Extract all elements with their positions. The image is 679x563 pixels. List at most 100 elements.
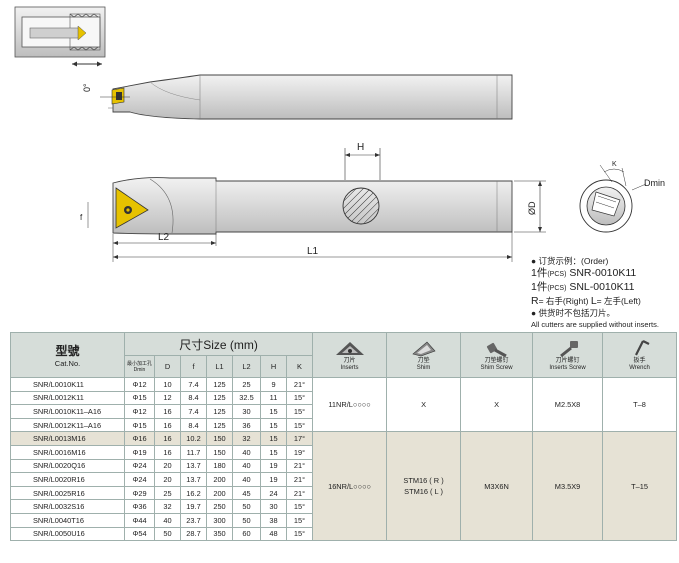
cell-shim-screw: M3X6N — [460, 431, 534, 542]
cell-l1: 125 — [206, 390, 233, 406]
cell-l1: 200 — [206, 485, 233, 501]
order-notes: ● 订货示例：(Order) 1件(PCS) SNR-0010K11 1件(PC… — [531, 255, 679, 331]
shim-right: STM16 ( R ) — [403, 476, 444, 486]
cell-h: 19 — [260, 472, 287, 487]
cell-dmin: Φ12 — [124, 377, 155, 392]
cell-l2: 32 — [232, 431, 261, 446]
cell-k: 17° — [285, 431, 314, 446]
cell-d: 40 — [154, 512, 181, 528]
boring-bar-front-view — [112, 177, 513, 235]
cell-l2: 40 — [232, 472, 261, 487]
diameter-label: ØD — [527, 201, 537, 215]
cell-d: 16 — [154, 444, 181, 460]
cell-h: 15 — [260, 417, 287, 433]
l2-label: L2 — [158, 232, 170, 243]
cell-dmin: Φ16 — [124, 431, 155, 446]
model-header: 型號 Cat.No. — [10, 332, 125, 378]
h-dimension — [344, 148, 381, 180]
cell-h: 15 — [260, 444, 287, 460]
cell-k: 21° — [285, 377, 314, 392]
cell-cat: SNR/L0010K11–A16 — [10, 404, 125, 419]
cell-k: 15° — [285, 404, 314, 419]
cell-cat: SNR/L0040T16 — [10, 512, 125, 528]
cell-k: 15° — [285, 499, 314, 514]
feed-direction-arrow-icon — [72, 61, 102, 67]
cell-k: 15° — [285, 526, 314, 542]
cell-f: 11.7 — [180, 444, 207, 460]
cell-shim: X — [386, 376, 462, 433]
size-header: 尺寸Size (mm) — [123, 332, 314, 356]
cell-f: 7.4 — [180, 377, 207, 392]
cell-l2: 40 — [232, 458, 261, 474]
dmin-label: Dmin — [644, 178, 665, 188]
col-k: K — [285, 355, 314, 378]
cell-d: 25 — [154, 485, 181, 501]
boring-bar-side-view — [100, 74, 513, 120]
cell-k: 21° — [285, 458, 314, 474]
cell-d: 16 — [154, 417, 181, 433]
cell-h: 48 — [260, 526, 287, 542]
cell-d: 16 — [154, 431, 181, 446]
f-label: f — [80, 213, 83, 222]
cell-d: 20 — [154, 472, 181, 487]
cell-l2: 50 — [232, 499, 261, 514]
col-l1: L1 — [206, 355, 233, 378]
shim-screw-header: 刀垫螺钉 Shim Screw — [460, 332, 534, 378]
dmin-header: 最小加工孔 Dmin — [124, 355, 155, 378]
cell-l2: 25 — [232, 377, 261, 392]
cell-insert: 11NR/L○○○○ — [312, 376, 388, 433]
col-d: D — [154, 355, 181, 378]
cell-insert-screw: M3.5X9 — [532, 431, 604, 542]
cell-l1: 180 — [206, 458, 233, 474]
cell-cat: SNR/L0050U16 — [10, 526, 125, 542]
wrench-header: 扳手 Wrench — [602, 332, 678, 378]
cell-h: 24 — [260, 485, 287, 501]
cell-cat: SNR/L0010K11 — [10, 377, 125, 392]
cell-k: 15° — [285, 417, 314, 433]
cell-k: 21° — [285, 472, 314, 487]
cell-f: 7.4 — [180, 404, 207, 419]
shim-icon — [411, 341, 436, 357]
cell-k: 19° — [285, 444, 314, 460]
note-en: All cutters are supplied without inserts… — [531, 320, 659, 329]
cell-insert: 16NR/L○○○○ — [312, 431, 388, 542]
cell-l1: 125 — [206, 417, 233, 433]
cell-cat: SNR/L0013M16 — [10, 431, 125, 446]
cell-dmin: Φ54 — [124, 526, 155, 542]
cell-dmin: Φ19 — [124, 444, 155, 460]
order-line-2: 1件(PCS) SNL-0010K11 — [531, 281, 635, 293]
wrench-icon — [634, 340, 650, 356]
cell-f: 23.7 — [180, 512, 207, 528]
cell-d: 32 — [154, 499, 181, 514]
cell-dmin: Φ44 — [124, 512, 155, 528]
diameter-dimension — [514, 180, 546, 233]
h-label: H — [357, 142, 364, 153]
cell-cat: SNR/L0032S16 — [10, 499, 125, 514]
cell-shim: STM16 ( R )STM16 ( L ) — [386, 431, 462, 542]
cell-l1: 150 — [206, 431, 233, 446]
insert-icon — [335, 342, 364, 355]
insert-header: 刀片 Inserts — [312, 332, 388, 378]
cell-l1: 250 — [206, 499, 233, 514]
cell-h: 11 — [260, 390, 287, 406]
cell-l2: 50 — [232, 512, 261, 528]
cell-h: 15 — [260, 431, 287, 446]
cell-d: 12 — [154, 390, 181, 406]
cell-f: 13.7 — [180, 472, 207, 487]
angle-label: 0° — [82, 83, 92, 92]
cell-f: 10.2 — [180, 431, 207, 446]
cell-wrench: T–8 — [602, 376, 678, 433]
cell-cat: SNR/L0016M16 — [10, 444, 125, 460]
cell-dmin: Φ29 — [124, 485, 155, 501]
dmin-detail-view — [579, 164, 647, 233]
cell-l2: 60 — [232, 526, 261, 542]
hand-legend: R= 右手(Right) L= 左手(Left) — [531, 295, 641, 307]
cell-f: 28.7 — [180, 526, 207, 542]
cell-dmin: Φ36 — [124, 499, 155, 514]
